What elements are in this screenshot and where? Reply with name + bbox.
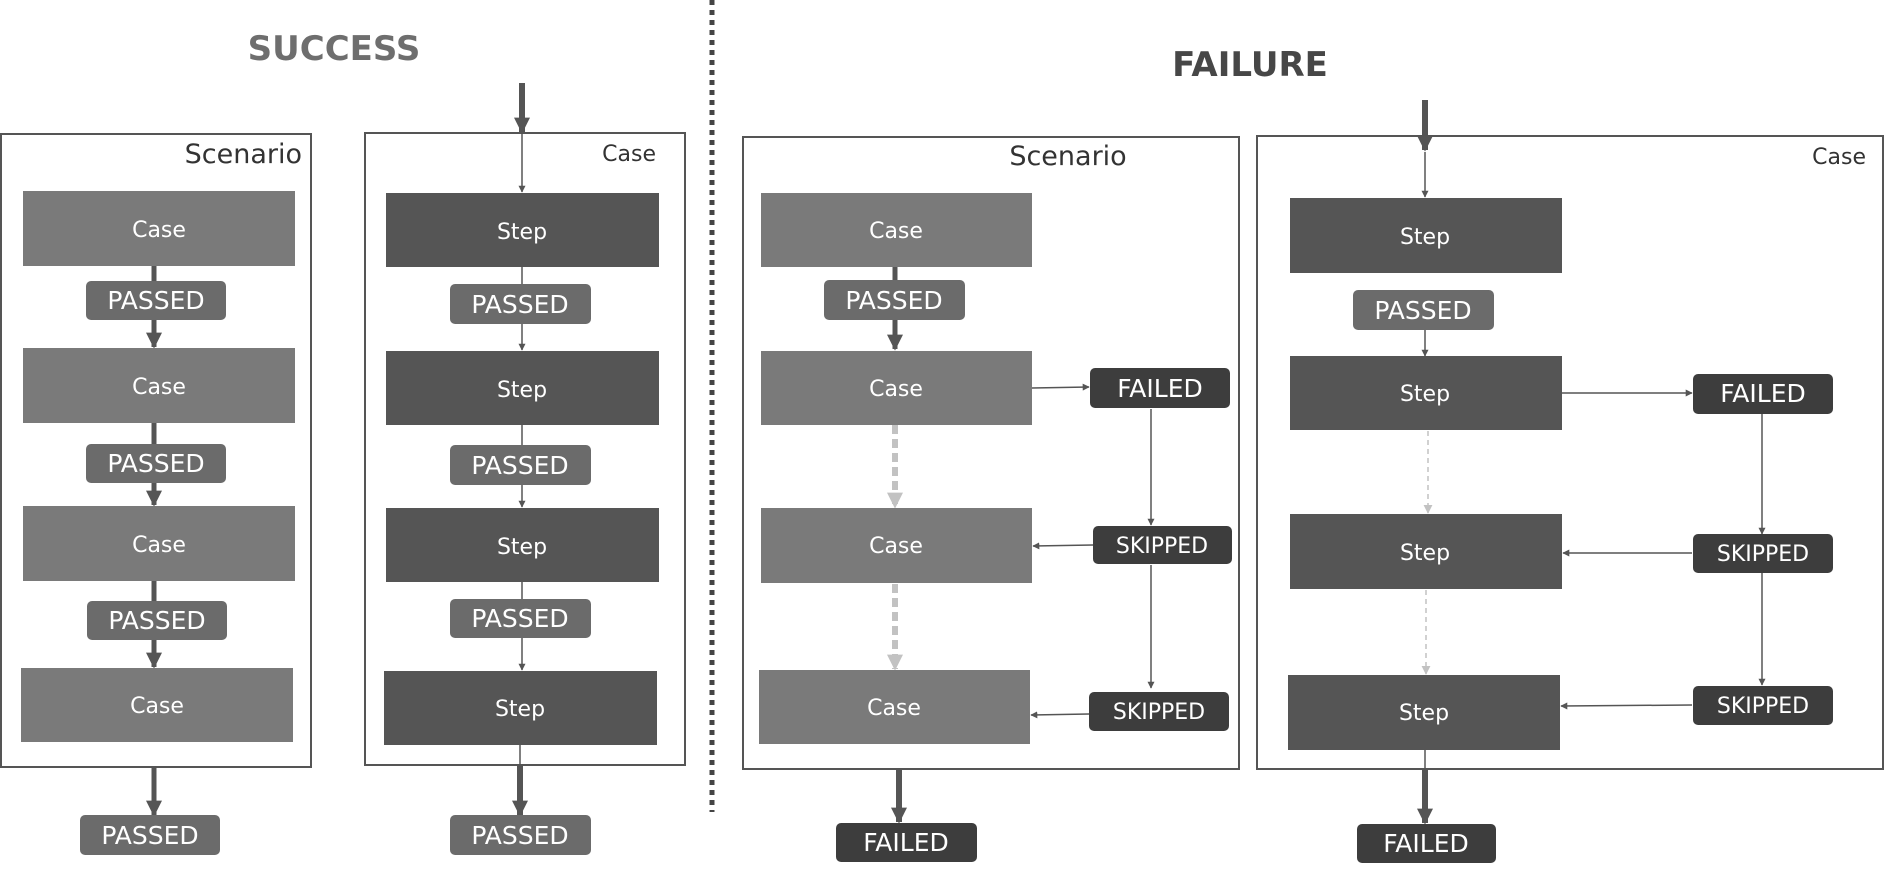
svg-text:PASSED: PASSED [471, 290, 568, 319]
success-scenario-label: Scenario [185, 139, 302, 170]
svg-text:FAILED: FAILED [1117, 374, 1203, 403]
case-box: Case [759, 670, 1030, 744]
svg-text:Case: Case [869, 377, 923, 402]
svg-text:Step: Step [1399, 701, 1449, 726]
svg-text:PASSED: PASSED [471, 451, 568, 480]
passed-badge: PASSED [450, 284, 591, 324]
case-box: Case [761, 351, 1032, 425]
skipped-badge: SKIPPED [1693, 686, 1833, 725]
svg-text:FAILED: FAILED [863, 828, 949, 857]
svg-text:PASSED: PASSED [845, 286, 942, 315]
failure-scenario-label: Scenario [1009, 141, 1126, 172]
failure-heading: FAILURE [1172, 45, 1328, 85]
success-case-label: Case [602, 142, 656, 167]
svg-text:Step: Step [497, 535, 547, 560]
passed-badge: PASSED [450, 445, 591, 485]
step-box: Step [386, 508, 659, 582]
svg-text:Step: Step [1400, 541, 1450, 566]
svg-text:PASSED: PASSED [471, 821, 568, 850]
passed-badge: PASSED [80, 815, 220, 855]
case-box: Case [23, 348, 295, 423]
skipped-badge: SKIPPED [1693, 534, 1833, 573]
step-box: Step [1290, 514, 1562, 589]
svg-text:Step: Step [497, 220, 547, 245]
case-box: Case [761, 508, 1032, 583]
success-heading: SUCCESS [248, 29, 421, 69]
step-box: Step [1288, 675, 1560, 750]
case-box: Case [21, 668, 293, 742]
passed-badge: PASSED [450, 815, 591, 855]
case-box: Case [23, 191, 295, 266]
step-box: Step [386, 193, 659, 267]
step-box: Step [1290, 356, 1562, 430]
svg-text:PASSED: PASSED [1374, 296, 1471, 325]
failed-badge: FAILED [836, 823, 977, 862]
svg-text:Case: Case [869, 219, 923, 244]
passed-badge: PASSED [824, 280, 965, 320]
svg-text:SKIPPED: SKIPPED [1717, 542, 1809, 567]
svg-text:Case: Case [132, 375, 186, 400]
svg-text:FAILED: FAILED [1383, 829, 1469, 858]
step-box: Step [384, 671, 657, 745]
step-box: Step [386, 351, 659, 425]
svg-text:Step: Step [497, 378, 547, 403]
svg-text:Case: Case [132, 218, 186, 243]
failed-badge: FAILED [1357, 824, 1496, 863]
svg-text:Step: Step [495, 697, 545, 722]
step-box: Step [1290, 198, 1562, 273]
svg-text:FAILED: FAILED [1720, 379, 1806, 408]
passed-badge: PASSED [87, 601, 227, 640]
failed-badge: FAILED [1693, 374, 1833, 414]
case-box: Case [761, 193, 1032, 267]
skipped-badge: SKIPPED [1093, 526, 1232, 564]
skipped-arrow [1030, 711, 1090, 719]
failure-scenario-frame: Scenario [742, 136, 1240, 770]
skipped-arrow [1560, 702, 1693, 710]
passed-badge: PASSED [450, 599, 591, 638]
skipped-badge: SKIPPED [1089, 692, 1229, 731]
svg-text:PASSED: PASSED [101, 821, 198, 850]
svg-text:PASSED: PASSED [108, 606, 205, 635]
svg-text:Step: Step [1400, 382, 1450, 407]
passed-badge: PASSED [86, 444, 226, 483]
svg-text:SKIPPED: SKIPPED [1113, 700, 1205, 725]
flow-arrow [1031, 383, 1090, 391]
failure-case-frame: Case [1256, 135, 1884, 770]
failure-case-label: Case [1812, 145, 1866, 170]
svg-text:PASSED: PASSED [107, 449, 204, 478]
case-box: Case [23, 506, 295, 581]
failed-badge: FAILED [1090, 368, 1230, 408]
skipped-arrow [1032, 542, 1094, 550]
svg-text:Case: Case [867, 696, 921, 721]
svg-text:Step: Step [1400, 225, 1450, 250]
svg-text:Case: Case [869, 534, 923, 559]
svg-text:Case: Case [132, 533, 186, 558]
svg-text:SKIPPED: SKIPPED [1717, 694, 1809, 719]
success-case-frame: Case [364, 132, 686, 766]
passed-badge: PASSED [86, 281, 226, 320]
svg-text:PASSED: PASSED [107, 286, 204, 315]
svg-text:Case: Case [130, 694, 184, 719]
svg-text:PASSED: PASSED [471, 604, 568, 633]
svg-text:SKIPPED: SKIPPED [1116, 534, 1208, 559]
passed-badge: PASSED [1353, 290, 1494, 330]
